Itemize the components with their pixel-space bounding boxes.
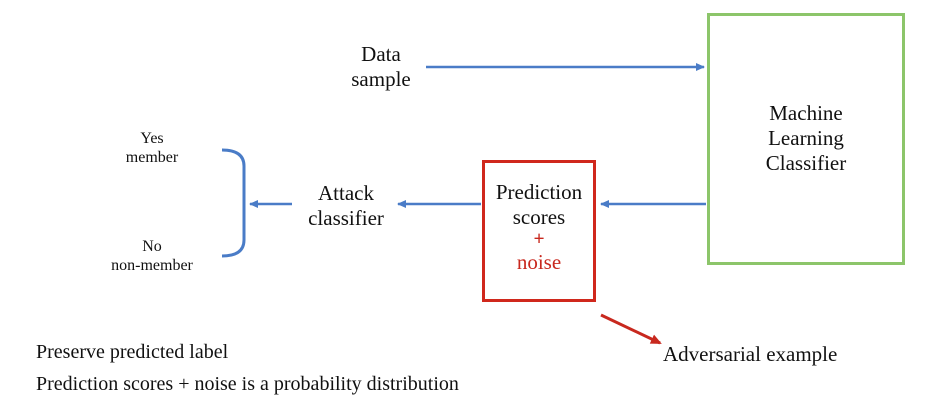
yes-line2: member <box>125 149 179 167</box>
data-sample-line2: sample <box>351 67 411 92</box>
adversarial-example-label: Adversarial example <box>663 342 838 366</box>
note-preserve-label: Preserve predicted label <box>36 341 229 363</box>
attack-line1: Attack <box>318 181 374 205</box>
ml-line1: Machine <box>769 101 843 125</box>
yes-member-label: Yes member <box>100 129 204 167</box>
prediction-plus: + <box>533 229 545 251</box>
note-probability-distribution: Prediction scores + noise is a probabili… <box>36 373 459 395</box>
attack-classifier-label: Attack classifier <box>296 181 396 231</box>
prediction-box <box>482 160 596 302</box>
prediction-line2: scores <box>512 205 566 230</box>
yes-line1: Yes <box>140 130 164 147</box>
prediction-noise: noise <box>516 249 562 274</box>
decision-bracket <box>221 148 246 258</box>
prediction-label: Prediction scores + noise <box>482 180 596 275</box>
prediction-line1: Prediction <box>495 180 583 204</box>
ml-classifier-box <box>707 13 905 265</box>
data-sample-label: Data sample <box>336 42 426 92</box>
arrow-to-adversarial <box>600 313 662 345</box>
attack-line2: classifier <box>308 206 384 231</box>
no-line1: No <box>142 238 162 255</box>
data-sample-line1: Data <box>361 42 401 66</box>
no-line2: non-member <box>111 257 193 275</box>
ml-classifier-label: Machine Learning Classifier <box>707 101 905 177</box>
ml-line3: Classifier <box>765 151 847 176</box>
ml-line2: Learning <box>768 126 844 151</box>
no-member-label: No non-member <box>92 237 212 275</box>
